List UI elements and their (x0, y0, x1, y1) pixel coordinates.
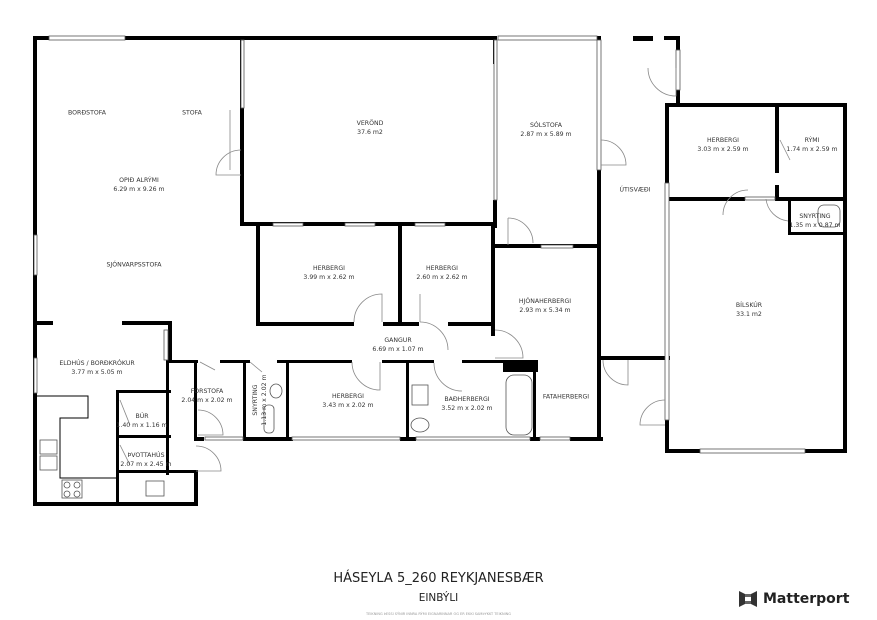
disclaimer: TEIKNING ÞESSI SÝNIR INNRA RÝMI EIGNARIN… (366, 612, 511, 616)
utility-sink-icon (145, 480, 165, 497)
room-label-bordstofa: BORÐSTOFA (68, 109, 106, 117)
bathroom-sink-icon (411, 384, 429, 406)
room-label-fataherbergi: FATAHERBERGI (542, 393, 590, 401)
brand-name: Matterport (763, 591, 850, 607)
toilet-icon (817, 204, 841, 228)
toilet-icon (410, 417, 430, 433)
bathtub-icon (505, 374, 533, 436)
doors (119, 67, 791, 472)
room-label-stofa: STOFA (182, 109, 202, 117)
property-address: HÁSEYLA 5_260 REYKJANESBÆR (333, 571, 544, 586)
garage-walls (633, 36, 847, 453)
exterior-walls (33, 36, 670, 506)
property-type: EINBÝLI (418, 592, 459, 604)
sink-icon (39, 439, 58, 455)
room-label-sjonvarpsstofa: SJÓNVARPSSTOFA (106, 261, 162, 269)
toilet-icon (269, 383, 283, 399)
matterport-logo-icon (739, 591, 757, 607)
matterport-brand: Matterport (738, 589, 849, 609)
windows (33, 35, 806, 454)
fixtures (37, 204, 841, 499)
room-label-utisvaedi: ÚTISVÆÐI (619, 186, 651, 194)
